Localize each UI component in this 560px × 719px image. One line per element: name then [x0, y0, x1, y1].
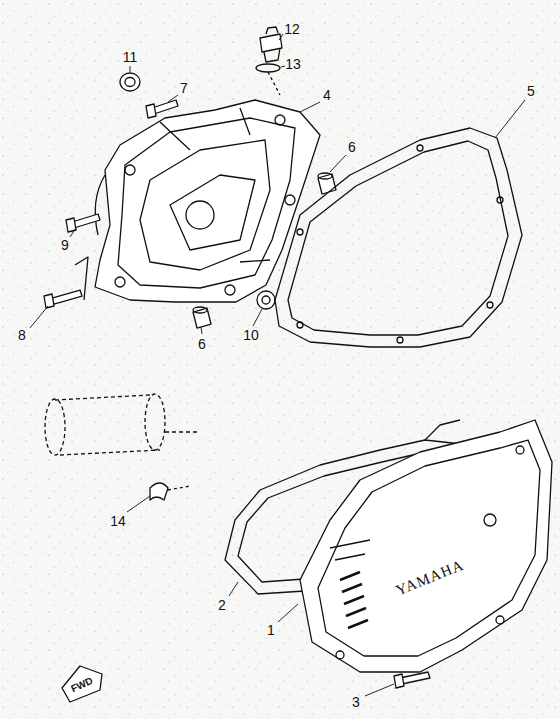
clamp: [150, 483, 190, 500]
bolt: [146, 100, 178, 118]
o-ring: [256, 64, 280, 72]
dowel-pin: [318, 173, 336, 194]
callout-number: 3: [352, 695, 360, 709]
callout-number: 13: [285, 57, 301, 71]
starter-motor: [45, 394, 200, 455]
callout-number: 7: [180, 81, 188, 95]
callout-number: 4: [323, 88, 331, 102]
dowel-pin: [193, 307, 211, 328]
oil-filler-cap: [260, 27, 282, 62]
forward-arrow: [62, 666, 102, 702]
bolt: [66, 214, 100, 232]
callout-number: 8: [18, 328, 26, 342]
callout-number: 1: [267, 623, 275, 637]
bracket-line: [75, 257, 88, 300]
callout-number: 11: [123, 50, 138, 64]
callout-number: 6: [348, 140, 356, 154]
callout-number: 10: [243, 328, 259, 342]
oil-seal: [120, 73, 140, 91]
callout-number: 6: [198, 337, 206, 351]
crankcase-cover: [95, 100, 320, 302]
callout-number: 14: [110, 514, 126, 528]
callout-number: 2: [218, 598, 226, 612]
assembly-line: [268, 72, 280, 95]
crankcase-cover: [300, 420, 552, 672]
bolt: [44, 290, 82, 308]
gasket: [275, 128, 522, 347]
leader-lines: [30, 34, 525, 696]
bolt: [394, 672, 430, 688]
callout-number: 5: [527, 84, 535, 98]
callout-number: 9: [61, 238, 69, 252]
callout-number: 12: [284, 22, 300, 36]
oil-seal: [257, 291, 275, 309]
